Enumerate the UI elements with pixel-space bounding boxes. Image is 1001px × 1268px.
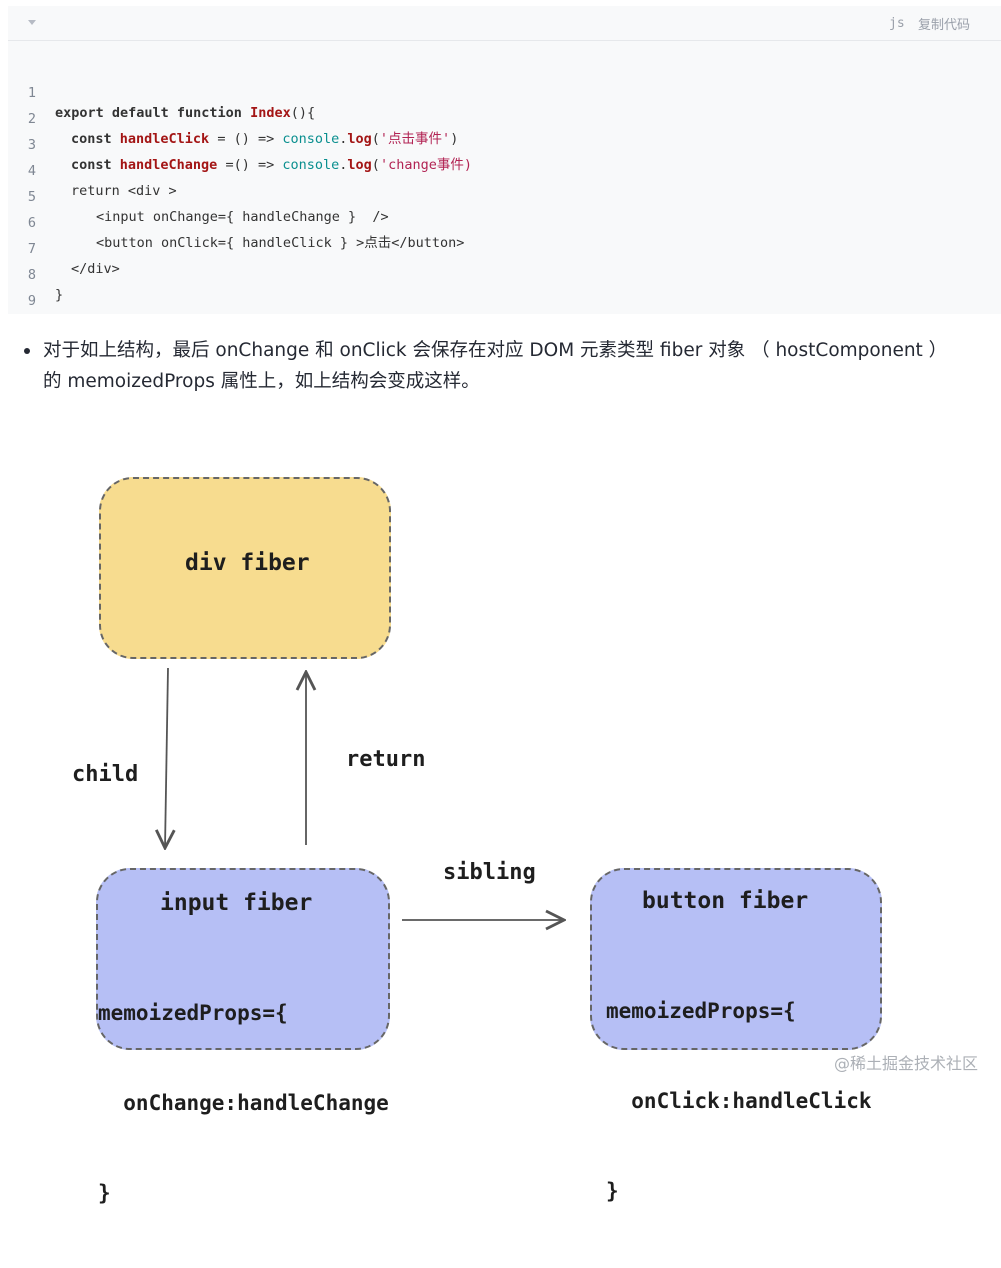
paragraph-text: 对于如上结构，最后 onChange 和 onClick 会保存在对应 DOM … [43, 335, 993, 397]
code-line: 8 } [8, 245, 1001, 303]
div-fiber-node: div fiber [99, 477, 391, 659]
line-number: 9 [27, 293, 37, 309]
line-number: 2 [27, 111, 37, 127]
code-method: log [347, 131, 372, 147]
code-punct: =() => [217, 157, 283, 173]
code-method: log [347, 157, 372, 173]
line-number: 5 [27, 189, 37, 205]
code-keyword: export default function [55, 105, 251, 121]
props-line: } [98, 1181, 111, 1205]
input-fiber-node: input fiber memoizedProps={ onChange:han… [96, 868, 390, 1205]
input-fiber-props: memoizedProps={ onChange:handleChange } [98, 938, 389, 1268]
line-number: 3 [27, 137, 37, 153]
return-edge-label: return [346, 747, 426, 772]
code-function-name: Index [250, 105, 291, 121]
code-string: '点击事件' [379, 131, 451, 147]
button-fiber-props: memoizedProps={ onClick:handleClick } [606, 936, 872, 1266]
code-punct: . [339, 157, 348, 173]
code-builtin: console [282, 157, 340, 173]
paragraph-line: 对于如上结构，最后 onChange 和 onClick 会保存在对应 DOM … [43, 340, 948, 361]
button-fiber-label: button fiber [642, 888, 809, 914]
code-line: 6 <button onClick={ handleClick } >点击</b… [8, 193, 1001, 251]
child-edge-label: child [72, 762, 139, 787]
paragraph-line: 的 memoizedProps 属性上，如上结构会变成这样。 [43, 371, 480, 392]
button-fiber-node: button fiber memoizedProps={ onClick:han… [590, 868, 882, 1203]
code-identifier: handleClick [119, 131, 210, 147]
collapse-icon[interactable] [28, 20, 36, 25]
code-block: js 复制代码 1 export default function Index(… [8, 6, 1001, 314]
copy-code-button[interactable]: 复制代码 [918, 18, 971, 33]
input-fiber-label: input fiber [160, 890, 313, 916]
code-builtin: console [282, 131, 340, 147]
code-line: 7 </div> [8, 219, 1001, 277]
code-language-label: js [889, 16, 905, 31]
code-keyword: const [71, 157, 120, 173]
code-punct: = () => [209, 131, 283, 147]
child-arrow [165, 667, 168, 848]
code-text: </div> [71, 261, 120, 277]
code-line: 9 [8, 271, 1001, 309]
diagram-arrows [0, 667, 1001, 1080]
props-line: } [606, 1179, 619, 1203]
watermark: @稀土掘金技术社区 [834, 1054, 979, 1073]
code-block-header: js 复制代码 [8, 6, 1001, 41]
code-line: 1 export default function Index(){ [8, 63, 1001, 121]
code-line: 4 return <div > [8, 141, 1001, 199]
fiber-diagram: div fiber input fiber memoizedProps={ on… [0, 440, 1001, 1205]
code-punct: ( [371, 157, 380, 173]
code-punct: (){ [290, 105, 316, 121]
code-punct: ( [371, 131, 380, 147]
code-punct: . [339, 131, 348, 147]
props-line: memoizedProps={ [98, 1001, 288, 1025]
code-string: 'change事件) [379, 157, 472, 173]
code-text: return <div > [71, 183, 177, 199]
code-text: } [55, 287, 64, 303]
bullet-dot [24, 348, 30, 354]
sibling-edge-label: sibling [443, 860, 536, 885]
code-line: 5 <input onChange={ handleChange } /> [8, 167, 1001, 225]
code-line: 2 const handleClick = () => console.log(… [8, 89, 1001, 147]
props-line: onClick:handleClick [606, 1089, 872, 1113]
code-text: <input onChange={ handleChange } /> [96, 209, 389, 225]
props-line: memoizedProps={ [606, 999, 796, 1023]
code-keyword: const [71, 131, 120, 147]
code-punct: ) [450, 131, 459, 147]
line-number: 6 [27, 215, 37, 231]
div-fiber-label: div fiber [185, 550, 310, 576]
code-text: <button onClick={ handleClick } >点击</but… [96, 235, 465, 251]
line-number: 8 [27, 267, 37, 283]
line-number: 4 [27, 163, 37, 179]
code-identifier: handleChange [119, 157, 218, 173]
line-number: 7 [27, 241, 37, 257]
code-line: 3 const handleChange =() => console.log(… [8, 115, 1001, 173]
props-line: onChange:handleChange [98, 1091, 389, 1115]
line-number: 1 [27, 85, 37, 101]
